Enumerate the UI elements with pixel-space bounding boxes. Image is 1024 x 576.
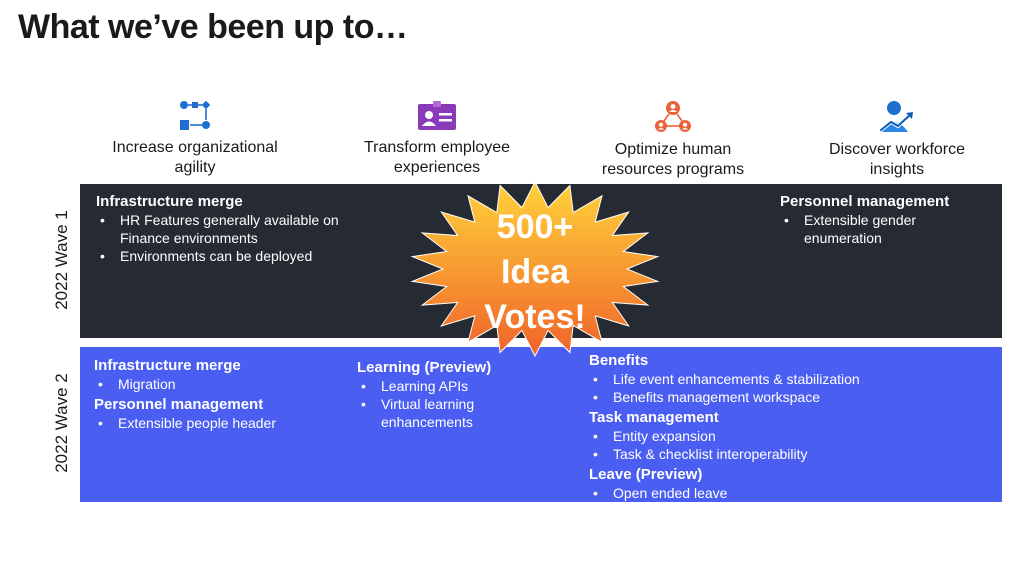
list-item: Extensible people header	[94, 414, 344, 432]
block-heading: Infrastructure merge	[96, 193, 243, 210]
list-item: Benefits management workspace	[589, 388, 994, 406]
workflow-icon	[180, 100, 211, 130]
list-item-continuation: enhancements	[381, 414, 473, 430]
callout-line-3: Votes!	[484, 298, 585, 336]
list-item: Extensible gender	[780, 211, 995, 229]
list-item: HR Features generally available on	[96, 211, 386, 229]
wave2-right-column: Benefits Life event enhancements & stabi…	[589, 351, 994, 504]
idea-votes-starburst: 500+ Idea Votes!	[410, 180, 660, 358]
pillar-label: Transform employee experiences	[363, 139, 511, 176]
wave2-left-column: Infrastructure merge Migration Personnel…	[94, 356, 344, 434]
list-item: Environments can be deployed	[96, 247, 386, 265]
people-network-icon	[655, 101, 691, 132]
block-heading: Learning (Preview)	[357, 359, 492, 376]
list-item: Migration	[94, 375, 344, 393]
wave1-infrastructure-merge: Infrastructure merge HR Features general…	[96, 192, 386, 267]
block-heading: Leave (Preview)	[589, 466, 703, 483]
list-item: Open ended leave	[589, 484, 994, 502]
callout-line-2: Idea	[501, 253, 570, 291]
pillar-agility: Increase organizational agility	[85, 100, 305, 178]
list-item-continuation: enumeration	[804, 230, 882, 246]
employee-card-icon	[418, 101, 456, 130]
list-item: Learning APIs	[357, 377, 557, 395]
pillar-label: Increase organizational agility	[112, 139, 278, 176]
user-insights-icon	[879, 101, 913, 132]
list-item: Task & checklist interoperability	[589, 445, 994, 463]
wave1-personnel-management: Personnel management Extensible gender e…	[780, 192, 995, 249]
list-item: Life event enhancements & stabilization	[589, 370, 994, 388]
block-heading: Task management	[589, 409, 719, 426]
block-heading: Personnel management	[94, 396, 264, 413]
pillar-workforce-insights: Discover workforce insights	[787, 100, 1007, 180]
slide-title: What we’ve been up to…	[18, 8, 408, 46]
pillar-label: Optimize human resources programs	[601, 141, 745, 178]
callout-line-1: 500+	[497, 208, 574, 246]
block-heading: Benefits	[589, 352, 649, 369]
pillar-hr-programs: Optimize human resources programs	[563, 100, 783, 180]
block-heading: Personnel management	[780, 193, 950, 210]
starburst-shape	[410, 180, 660, 358]
block-heading: Infrastructure merge	[94, 357, 241, 374]
pillar-employee: Transform employee experiences	[327, 100, 547, 178]
list-item: Entity expansion	[589, 427, 994, 445]
list-item-continuation: Finance environments	[120, 230, 258, 246]
list-item: Virtual learning	[357, 395, 557, 413]
wave1-label: 2022 Wave 1	[52, 210, 71, 310]
wave2-label: 2022 Wave 2	[52, 373, 71, 473]
wave2-learning: Learning (Preview) Learning APIs Virtual…	[357, 358, 557, 433]
pillar-label: Discover workforce insights	[828, 141, 966, 178]
